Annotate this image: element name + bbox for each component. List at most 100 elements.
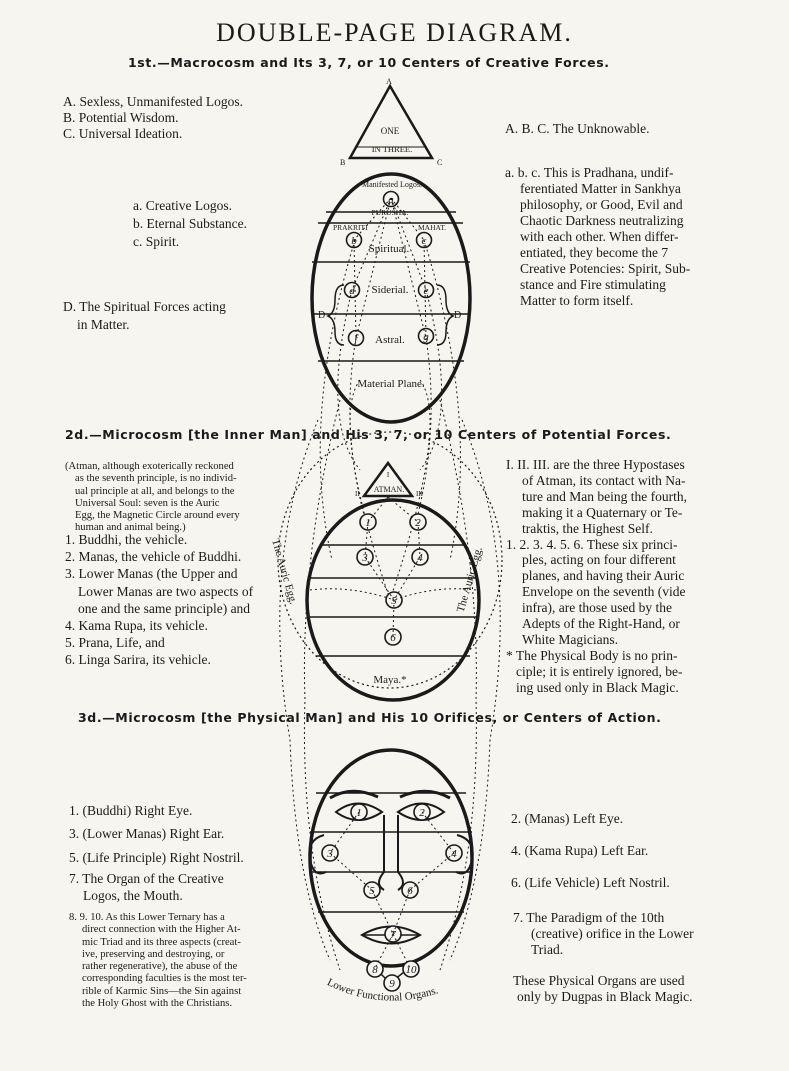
- section2-left-note: (Atman, although exoterically reckoned a…: [65, 461, 240, 535]
- orifice-center-circle: [366, 960, 384, 978]
- section2-heading: 2d.—Microcosm [the Inner Man] and His 3,…: [65, 427, 672, 442]
- auric-egg-left-label: The Auric Egg.: [269, 538, 299, 606]
- section1-right-lower: a. b. c. This is Pradhana, undif- ferent…: [505, 165, 690, 309]
- principle-line: 6. Linga Sarira, its vehicle.: [65, 652, 211, 668]
- orifice-line: 5. (Life Principle) Right Nostril.: [69, 849, 244, 865]
- spiritual-plane-label: Spiritual.: [369, 243, 410, 255]
- section1-left-d: D. The Spiritual Forces acting in Matter…: [63, 298, 226, 334]
- orifice-center-number: 3: [326, 848, 333, 860]
- right-lower-line: ferentiated Matter in Sankhya: [520, 181, 681, 196]
- right-text-line: making it a Quaternary or Te-: [522, 504, 683, 520]
- atman-label: ATMAN.: [374, 485, 404, 494]
- note-line: ive, preserving and destroying, or: [82, 948, 225, 960]
- manifested-logos-label: Manifested Logos.: [362, 180, 422, 189]
- atman-hypostasis-1: I: [387, 471, 390, 479]
- d-left-label: D: [318, 310, 325, 321]
- note-line: (Atman, although exoterically reckoned: [65, 461, 234, 472]
- right-text-line: of Atman, its contact with Na-: [522, 472, 686, 488]
- macrocosm-egg: [310, 172, 472, 424]
- orifice-line: 3. (Lower Manas) Right Ear.: [69, 826, 225, 842]
- section3-right-bottom: These Physical Organs are used only by D…: [513, 973, 692, 1005]
- right-lower-line: a. b. c. This is Pradhana, undif-: [505, 165, 674, 180]
- note-line: mic Triad and its three aspects (creat-: [82, 936, 241, 948]
- section2-left-list: 1. Buddhi, the vehicle. 2. Manas, the ve…: [65, 531, 253, 669]
- right-lower-line: Chaotic Darkness neutralizing: [520, 213, 684, 228]
- orifice-line: (creative) orifice in the Lower: [531, 926, 694, 941]
- face-rays: [329, 811, 455, 969]
- left-lower-line: b. Eternal Substance.: [133, 216, 247, 231]
- left-lower-line: c. Spirit.: [133, 234, 180, 249]
- left-d-line: in Matter.: [77, 317, 130, 332]
- orifice-center-circle: [383, 974, 401, 992]
- left-abc-line: C. Universal Ideation.: [63, 126, 183, 141]
- right-text-line: ciple; it is entirely ignored, be-: [516, 663, 683, 679]
- note-line: Egg, the Magnetic Circle around every: [75, 510, 240, 522]
- inner-man-egg: [305, 498, 481, 702]
- principle-line: 3. Lower Manas (the Upper and: [65, 566, 238, 582]
- triangle-in-three-label: IN THREE.: [372, 144, 412, 154]
- right-lower-line: Creative Potencies: Spirit, Sub-: [520, 261, 691, 276]
- section3-left-list: 1. (Buddhi) Right Eye. 3. (Lower Manas) …: [69, 803, 244, 904]
- right-text-line: ples, acting on four different: [522, 552, 676, 568]
- right-text-line: White Magicians.: [522, 631, 618, 647]
- right-text-line: 1. 2. 3. 4. 5. 6. These six princi-: [506, 536, 678, 552]
- macrocosm-triangle: [347, 83, 435, 160]
- right-lower-line: stance and Fire stimulating: [520, 277, 666, 292]
- mahat-label: MAHAT.: [418, 223, 446, 232]
- orifice-line: Triad.: [531, 942, 564, 957]
- principle-line: 4. Kama Rupa, its vehicle.: [65, 618, 208, 634]
- right-text-line: * The Physical Body is no prin-: [506, 647, 678, 663]
- right-text-line: planes, and having their Auric: [522, 568, 685, 584]
- connecting-dotted-curves: [279, 239, 501, 971]
- orifice-line: Logos, the Mouth.: [83, 887, 183, 903]
- right-text-line: infra), are those used by the: [522, 600, 672, 616]
- right-text-line: I. II. III. are the three Hypostases: [506, 457, 685, 472]
- orifice-line: 1. (Buddhi) Right Eye.: [69, 803, 193, 818]
- orifice-center-number: 8: [372, 964, 378, 976]
- atman-hypostasis-3: III: [416, 490, 424, 498]
- orifice-center-number: 6: [407, 885, 413, 897]
- sidereal-plane-label: Siderial.: [372, 284, 409, 296]
- left-abc-line: A. Sexless, Unmanifested Logos.: [63, 94, 243, 109]
- section3-heading: 3d.—Microcosm [the Physical Man] and His…: [78, 710, 662, 725]
- principle-line: Lower Manas are two aspects of: [78, 583, 254, 599]
- note-line: ual principle at all, and belongs to the: [75, 485, 235, 497]
- inner-center-number: 3: [361, 552, 368, 564]
- principle-line: 2. Manas, the vehicle of Buddhi.: [65, 549, 242, 565]
- note-line: rather regenerative), the abuse of the: [82, 961, 238, 973]
- note-line: rible of Karmic Sins—the Sin against: [82, 985, 242, 997]
- auric-egg-outline: [277, 431, 503, 689]
- note-line: the Holy Ghost with the Christians.: [82, 998, 233, 1010]
- right-text-line: ture and Man being the fourth,: [522, 488, 687, 504]
- section1-left-lower: a. Creative Logos. b. Eternal Substance.…: [133, 197, 247, 251]
- orifice-center-number: 9: [389, 978, 395, 990]
- macrocosm-center-number: f: [354, 333, 359, 345]
- atman-triangle: [361, 460, 415, 498]
- right-text-line: Adepts of the Right-Hand, or: [522, 616, 680, 632]
- triangle-apex-label: A: [386, 77, 392, 86]
- right-lower-line: with each other. When differ-: [520, 229, 679, 244]
- orifice-line: 7. The Organ of the Creative: [69, 871, 224, 887]
- prakriti-label: PRAKRITI: [333, 223, 368, 232]
- maya-label: Maya.*: [373, 674, 406, 686]
- physical-man-face: [308, 748, 474, 984]
- left-d-line: D. The Spiritual Forces acting: [63, 299, 226, 314]
- d-right-label: D: [454, 310, 461, 321]
- triangle-left-label: B: [340, 158, 345, 167]
- orifice-line: 6. (Life Vehicle) Left Nostril.: [511, 875, 670, 890]
- section3-right-note: 7. The Paradigm of the 10th (creative) o…: [513, 910, 694, 958]
- note-line: 8. 9. 10. As this Lower Ternary has a: [69, 912, 225, 923]
- orifice-center-circle: [402, 960, 420, 978]
- right-lower-line: philosophy, or Good, Evil and: [520, 197, 683, 212]
- dugpas-line: These Physical Organs are used: [513, 973, 685, 988]
- lower-organs-label: Lower Functional Organs.: [325, 976, 440, 1003]
- right-text-line: ing used only in Black Magic.: [516, 679, 679, 695]
- page-title: DOUBLE-PAGE DIAGRAM.: [216, 18, 573, 47]
- right-lower-line: entiated, they become the 7: [520, 245, 669, 260]
- section1-right-abc: A. B. C. The Unknowable.: [505, 121, 650, 136]
- note-line: direct connection with the Higher At-: [82, 924, 241, 936]
- orifice-center-number: 4: [451, 848, 457, 860]
- section1-left-abc: A. Sexless, Unmanifested Logos. B. Poten…: [63, 94, 243, 142]
